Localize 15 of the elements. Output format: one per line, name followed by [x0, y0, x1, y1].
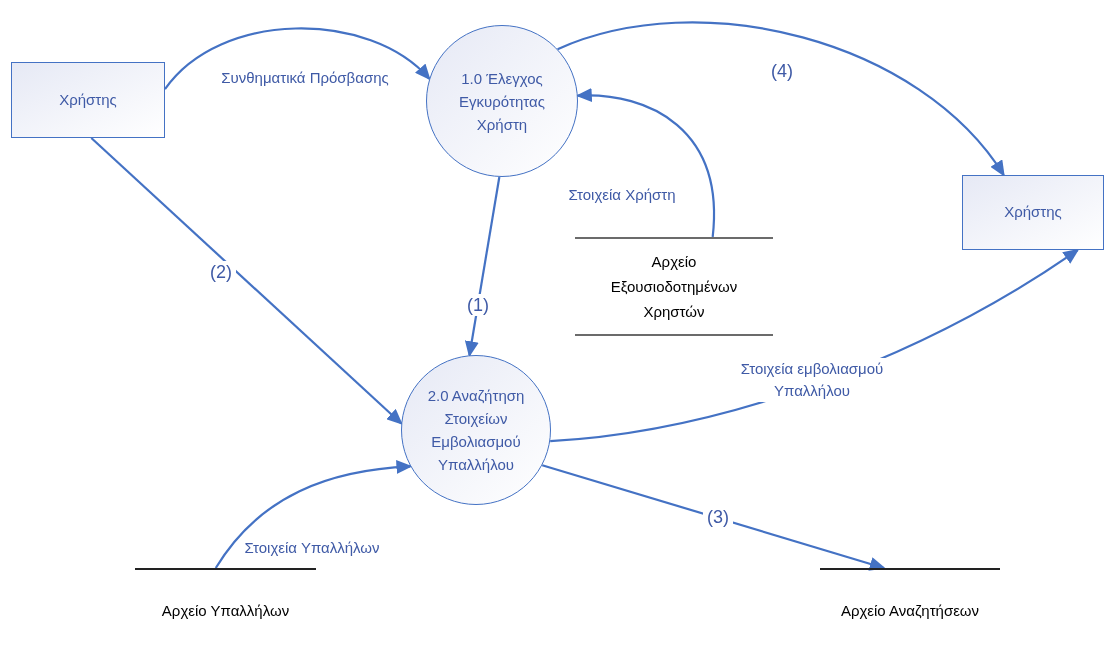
external-entity-box — [962, 175, 1104, 250]
node-label: Αρχείο Εξουσιοδοτημένων Χρηστών — [609, 252, 739, 322]
node-label: 1.0 Έλεγχος Εγκυρότητας Χρήστη — [458, 68, 546, 135]
flow-arrow — [214, 460, 413, 569]
data-store — [575, 237, 773, 336]
external-entity-box — [11, 62, 165, 138]
flow-arrow — [557, 21, 1005, 177]
flow-arrow — [90, 137, 403, 425]
node-label: 2.0 Αναζήτηση Στοιχείων Εμβολιασμού Υπαλλήλου — [426, 386, 526, 475]
node-label: Αρχείο Υπαλλήλων — [161, 601, 290, 621]
flow-arrow — [541, 464, 886, 571]
node-label: Χρήστης — [1004, 202, 1062, 223]
node-label: Αρχείο Αναζητήσεων — [840, 601, 980, 621]
flow-arrow — [164, 27, 431, 90]
node-label: Χρήστης — [59, 89, 117, 110]
